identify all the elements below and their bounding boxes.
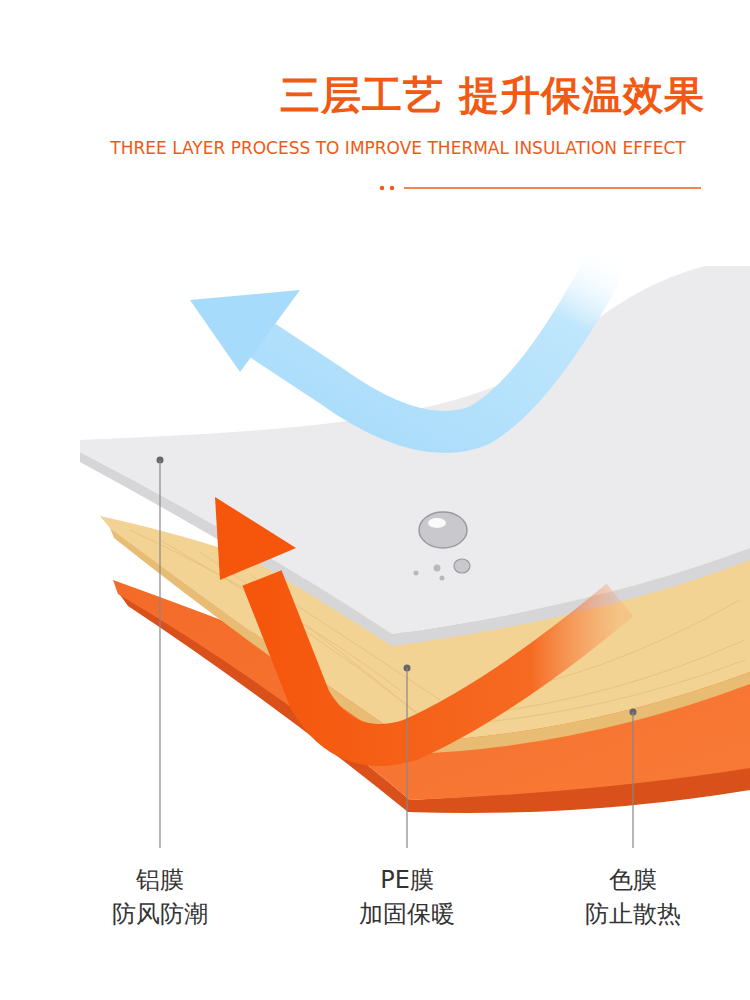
divider [380,186,701,190]
layer-name: PE膜 [380,864,434,896]
layer-function: 防风防潮 [112,898,208,930]
leader-lines [157,457,637,849]
title: 三层工艺 提升保温效果 [280,68,705,123]
water-droplets [414,512,471,581]
aluminium-film-layer [80,266,750,646]
subtitle: THREE LAYER PROCESS TO IMPROVE THERMAL I… [110,138,685,158]
layer-function: 加固保暖 [359,898,455,930]
layer-function: 防止散热 [585,898,681,930]
heat-arrows [190,255,620,745]
layer-name: 色膜 [609,864,657,896]
layer-name: 铝膜 [136,864,184,896]
